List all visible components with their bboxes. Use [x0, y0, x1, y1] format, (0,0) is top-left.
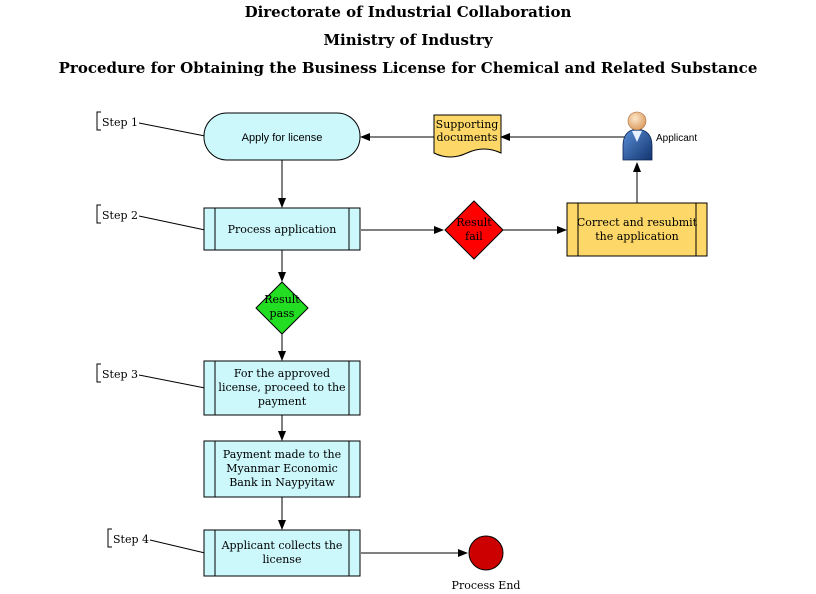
collect-line-1: Applicant collects the	[221, 539, 343, 552]
step-1-label-group: Step 1	[96, 111, 206, 137]
step-3-label-group: Step 3	[96, 363, 206, 389]
applicant-label: Applicant	[656, 133, 697, 144]
collect-license-node: Applicant collects the license	[203, 529, 361, 577]
step-4-label-group: Step 4	[107, 528, 206, 554]
result-pass-node: Result pass	[255, 281, 309, 335]
step-2-label-group: Step 2	[96, 204, 206, 231]
supporting-documents-node: Supporting documents	[433, 114, 502, 158]
correct-line-2: the application	[595, 230, 679, 243]
process-end-label: Process End	[452, 579, 521, 592]
collect-line-2: license	[263, 553, 302, 566]
approved-line-1: For the approved	[234, 367, 330, 380]
approved-license-node: For the approved license, proceed to the…	[203, 360, 361, 416]
end-circle	[468, 535, 504, 571]
title-procedure: Procedure for Obtaining the Business Lic…	[58, 59, 758, 77]
result-pass-line-2: pass	[270, 307, 295, 320]
result-fail-node: Result fail	[444, 200, 504, 260]
step-3-label: Step 3	[102, 368, 138, 381]
connectors	[278, 133, 641, 557]
step-2-label: Step 2	[102, 209, 138, 222]
correct-resubmit-node: Correct and resubmit the application	[566, 202, 708, 257]
payment-line-2: Myanmar Economic	[226, 462, 338, 475]
title-ministry: Ministry of Industry	[323, 31, 493, 49]
step-4-label: Step 4	[113, 533, 149, 546]
approved-line-3: payment	[258, 395, 307, 408]
result-fail-line-2: fail	[465, 230, 483, 243]
title-directorate: Directorate of Industrial Collaboration	[244, 3, 572, 21]
payment-line-3: Bank in Naypyitaw	[229, 476, 335, 489]
approved-line-2: license, proceed to the	[218, 381, 345, 394]
process-end-node: Process End	[452, 535, 521, 592]
result-pass-line-1: Result	[264, 293, 300, 306]
apply-for-license-node: Apply for license	[203, 112, 361, 161]
payment-node: Payment made to the Myanmar Economic Ban…	[203, 440, 361, 498]
process-application-label: Process application	[228, 223, 337, 236]
supporting-line-2: documents	[437, 131, 498, 144]
applicant-node: Applicant	[622, 111, 697, 161]
payment-line-1: Payment made to the	[223, 448, 341, 461]
result-fail-line-1: Result	[456, 216, 492, 229]
step-1-label: Step 1	[102, 116, 138, 129]
supporting-line-1: Supporting	[436, 118, 499, 131]
correct-line-1: Correct and resubmit	[577, 216, 698, 229]
process-application-node: Process application	[203, 207, 361, 251]
apply-label: Apply for license	[242, 132, 323, 144]
